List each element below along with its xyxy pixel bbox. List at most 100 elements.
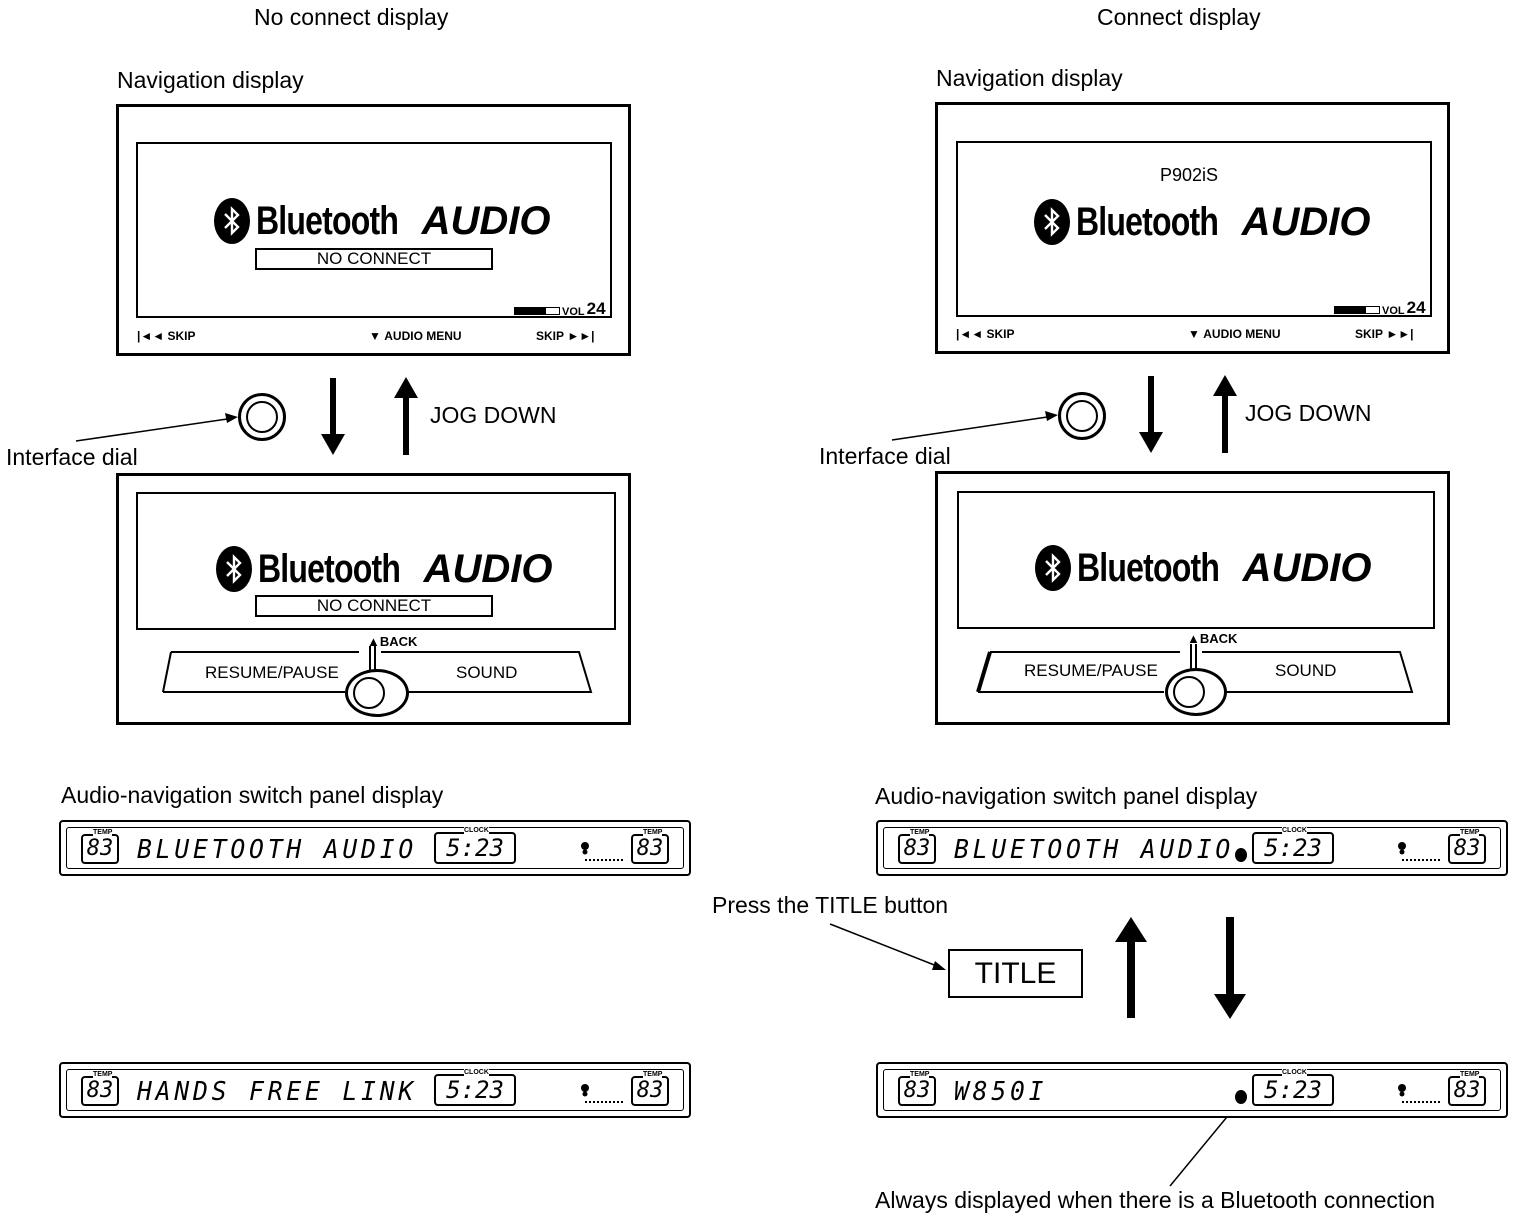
left-screen-2-bt-title: Bluetooth AUDIO — [216, 546, 553, 592]
sound-button[interactable]: SOUND — [456, 663, 518, 682]
left-screen-1-bt-title: Bluetooth AUDIO — [214, 198, 551, 244]
right-dial-leader — [891, 411, 1058, 441]
volume-value: 24 — [1406, 298, 1426, 317]
left-column-heading: No connect display — [254, 4, 449, 30]
right-menu-bar — [976, 644, 1414, 693]
left-nav-screen-1: Bluetooth AUDIO NO CONNECT VOL 24 |◄◄ SK… — [116, 104, 631, 356]
left-interface-dial[interactable] — [238, 393, 286, 441]
bluetooth-icon — [216, 546, 252, 592]
audio-word: AUDIO — [1242, 545, 1372, 590]
fan-icon — [1398, 842, 1440, 861]
left-jog-down-arrow — [321, 378, 345, 455]
triangle-down-icon: ▼ — [369, 329, 381, 343]
skip-right: SKIP ►►| — [1355, 327, 1414, 341]
audio-word: AUDIO — [423, 546, 553, 591]
no-connect-status: NO CONNECT — [255, 248, 493, 270]
resume-pause-button[interactable]: RESUME/PAUSE — [205, 663, 339, 682]
title-button[interactable]: TITLE — [948, 949, 1083, 998]
no-connect-status: NO CONNECT — [255, 595, 493, 617]
audio-word: AUDIO — [421, 198, 551, 243]
back-label: ▲BACK — [1187, 631, 1238, 646]
right-screen-2-bt-title: Bluetooth AUDIO — [1035, 545, 1372, 591]
right-panel-label: Audio-navigation switch panel display — [875, 783, 1258, 809]
bluetooth-icon — [214, 198, 250, 244]
right-interface-dial[interactable] — [1058, 392, 1106, 440]
left-dial-leader — [75, 413, 238, 442]
skip-left: |◄◄ SKIP — [956, 327, 1015, 341]
right-nav-label: Navigation display — [936, 65, 1123, 91]
skip-back-icon: |◄◄ — [956, 327, 984, 341]
left-screen-2-display: Bluetooth AUDIO NO CONNECT — [136, 492, 616, 630]
bluetooth-connected-icon — [1235, 848, 1247, 862]
bluetooth-icon — [1035, 545, 1071, 591]
bluetooth-icon — [1034, 199, 1070, 245]
skip-left: |◄◄ SKIP — [137, 329, 196, 343]
resume-pause-button[interactable]: RESUME/PAUSE — [1024, 661, 1158, 680]
volume-bar — [1334, 306, 1380, 314]
left-nav-label: Navigation display — [117, 67, 304, 93]
right-jog-down-arrow — [1139, 376, 1163, 453]
right-nav-screen-1: P902iS Bluetooth AUDIO VOL 24 |◄◄ SKIP ▼… — [935, 102, 1450, 354]
bluetooth-word: Bluetooth — [1077, 545, 1220, 590]
panel-text: BLUETOOTH AUDIO — [137, 835, 418, 865]
title-down-arrow — [1214, 917, 1246, 1019]
left-panel-label: Audio-navigation switch panel display — [61, 782, 444, 808]
menu-dial[interactable] — [1165, 668, 1227, 716]
skip-forward-icon: ►►| — [1386, 327, 1414, 341]
right-screen-1-display: P902iS Bluetooth AUDIO VOL 24 — [956, 141, 1432, 317]
right-jog-label: JOG DOWN — [1245, 400, 1372, 426]
left-nav-screen-2: Bluetooth AUDIO NO CONNECT ▲BACK RESUME/… — [116, 473, 631, 725]
fan-icon — [1398, 1084, 1440, 1103]
right-screen-2-display: Bluetooth AUDIO — [957, 491, 1435, 629]
bluetooth-word: Bluetooth — [258, 546, 401, 591]
volume-bar — [514, 307, 560, 315]
press-title-leader — [829, 923, 946, 970]
left-menu-bar — [162, 646, 593, 693]
left-dial-label: Interface dial — [6, 444, 138, 470]
bluetooth-connected-icon — [1235, 1090, 1247, 1104]
volume-value: 24 — [586, 299, 606, 318]
panel-text: W850I — [954, 1077, 1048, 1107]
bluetooth-word: Bluetooth — [256, 198, 399, 243]
sound-button[interactable]: SOUND — [1275, 661, 1337, 680]
volume-label: VOL — [1382, 305, 1405, 317]
menu-dial[interactable] — [345, 669, 409, 717]
fan-icon — [581, 1084, 623, 1103]
right-column-heading: Connect display — [1097, 4, 1261, 30]
triangle-up-icon: ▲ — [1187, 631, 1200, 646]
audio-menu: ▼ AUDIO MENU — [1188, 327, 1281, 341]
right-dial-label: Interface dial — [819, 443, 951, 469]
volume-indicator: VOL 24 — [514, 300, 606, 318]
skip-back-icon: |◄◄ — [137, 329, 165, 343]
press-title-label: Press the TITLE button — [712, 892, 949, 918]
fan-icon — [581, 842, 623, 861]
right-nav-screen-2: Bluetooth AUDIO ▲BACK RESUME/PAUSE SOUND — [935, 471, 1450, 725]
left-jog-up-arrow — [394, 377, 418, 455]
device-name: P902iS — [1160, 165, 1219, 185]
right-screen-1-bt-title: Bluetooth AUDIO — [1034, 199, 1371, 245]
bluetooth-word: Bluetooth — [1076, 199, 1219, 244]
triangle-up-icon: ▲ — [367, 634, 380, 649]
audio-word: AUDIO — [1241, 199, 1371, 244]
triangle-down-icon: ▼ — [1188, 327, 1200, 341]
left-screen-1-display: Bluetooth AUDIO NO CONNECT VOL 24 — [136, 142, 612, 318]
skip-right: SKIP ►►| — [536, 329, 595, 343]
skip-forward-icon: ►►| — [567, 329, 595, 343]
